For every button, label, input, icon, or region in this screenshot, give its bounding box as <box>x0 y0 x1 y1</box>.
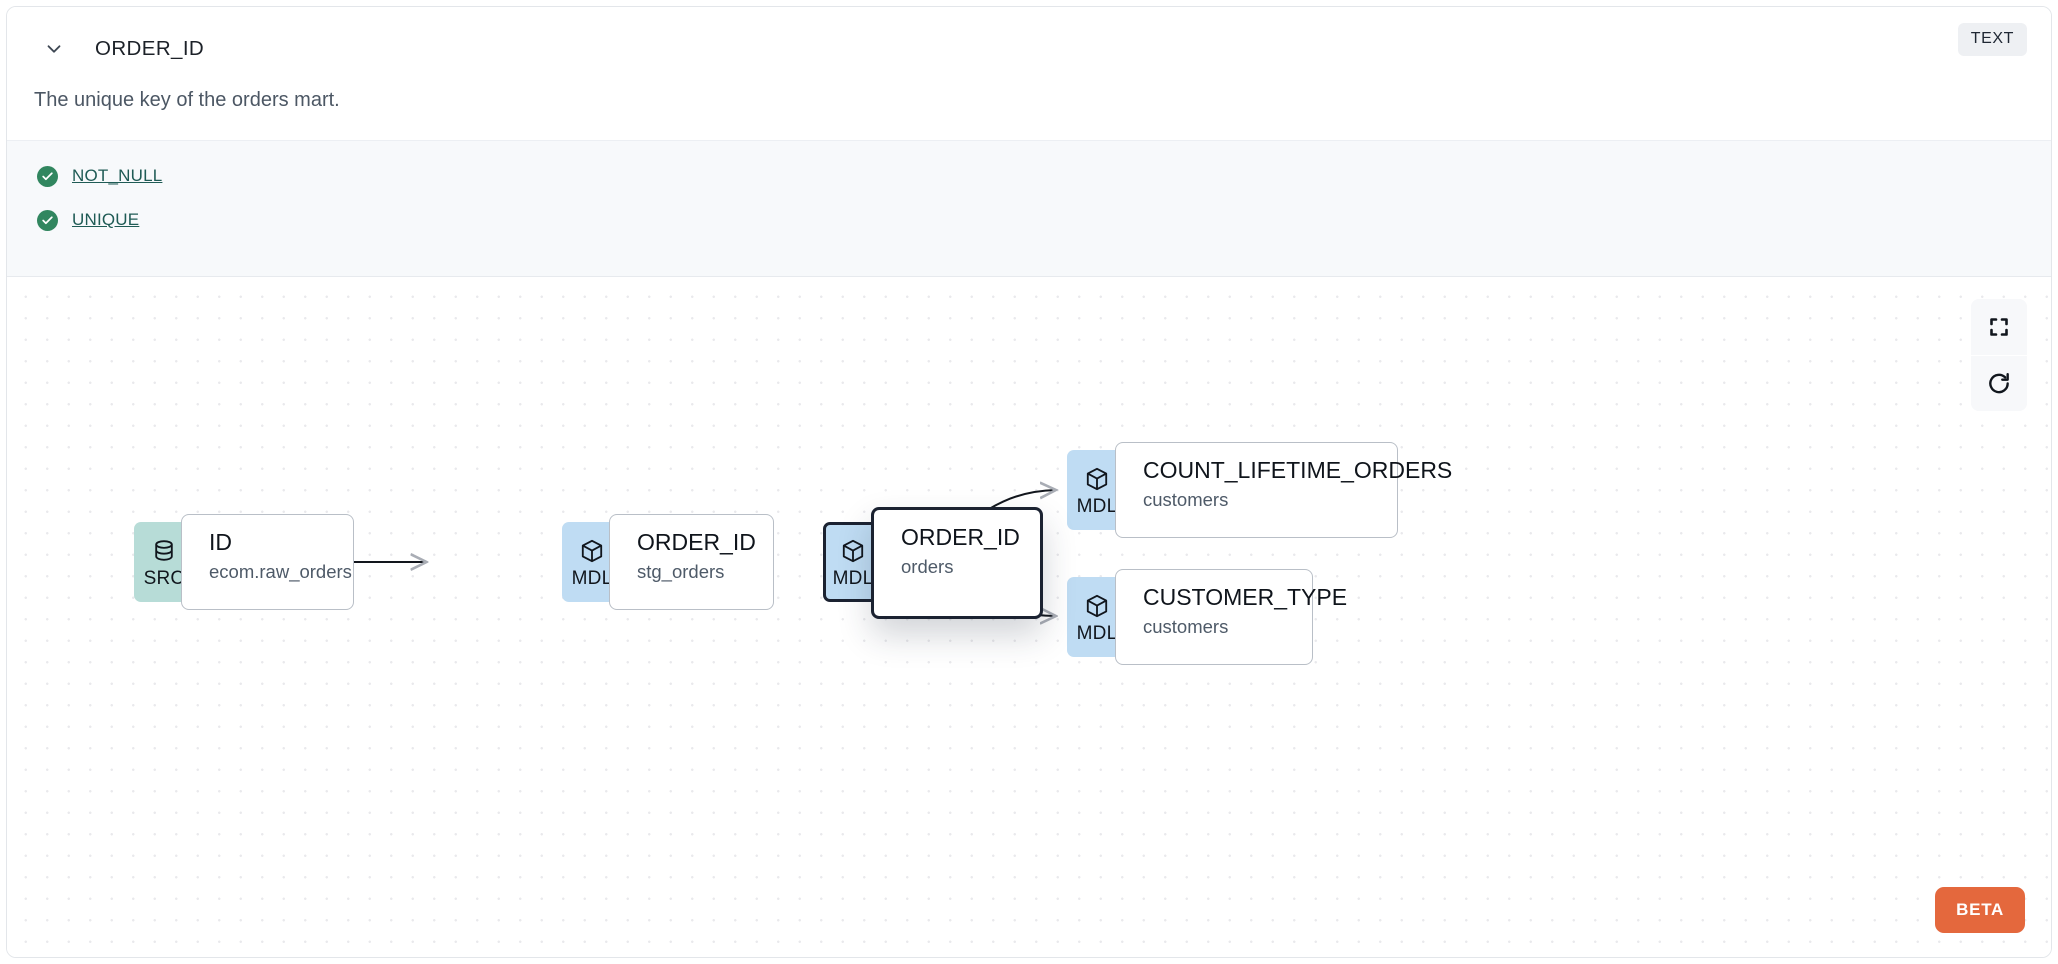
node-kind-label: MDL <box>1076 623 1118 644</box>
test-item-unique: UNIQUE <box>37 207 139 233</box>
lineage-canvas[interactable]: SRC ID ecom.raw_orders MDL ORDE <box>7 277 2051 957</box>
test-link-unique[interactable]: UNIQUE <box>72 210 140 229</box>
node-subtitle: stg_orders <box>637 560 725 582</box>
beta-badge[interactable]: BETA <box>1935 887 2025 933</box>
node-card-customer-type[interactable]: CUSTOMER_TYPE customers <box>1115 569 1348 665</box>
cube-icon <box>1084 591 1110 619</box>
node-title: ID <box>209 529 232 555</box>
test-link-not-null[interactable]: NOT_NULL <box>72 166 163 185</box>
node-title: CUSTOMER_TYPE <box>1143 584 1348 610</box>
check-circle-icon <box>37 165 58 187</box>
page-title: ORDER_ID <box>95 37 205 60</box>
cube-icon <box>579 536 605 564</box>
node-card-src-id[interactable]: ID ecom.raw_orders <box>181 514 354 610</box>
canvas-controls <box>1971 299 2027 411</box>
node-title: ORDER_ID <box>637 529 756 555</box>
test-item-not-null: NOT_NULL <box>37 163 162 189</box>
node-kind-label: MDL <box>832 568 874 589</box>
reset-button[interactable] <box>1971 355 2027 411</box>
node-title: ORDER_ID <box>901 524 1020 550</box>
node-subtitle: ecom.raw_orders <box>209 560 352 582</box>
node-card-stg-order-id[interactable]: ORDER_ID stg_orders <box>609 514 774 610</box>
panel-header: ORDER_ID TEXT The unique key of the orde… <box>7 7 2051 140</box>
chevron-down-icon[interactable] <box>41 36 67 62</box>
node-card-count-lifetime-orders[interactable]: COUNT_LIFETIME_ORDERS customers <box>1115 442 1453 538</box>
node-subtitle: customers <box>1143 488 1229 510</box>
check-circle-icon <box>37 209 58 231</box>
node-kind-label: MDL <box>1076 496 1118 517</box>
cube-icon <box>1084 464 1110 492</box>
node-subtitle: orders <box>901 555 954 577</box>
node-title: COUNT_LIFETIME_ORDERS <box>1143 457 1453 483</box>
node-card-orders-order-id[interactable]: ORDER_ID orders <box>871 507 1043 619</box>
header-row: ORDER_ID <box>7 29 2051 69</box>
fit-view-button[interactable] <box>1971 299 2027 355</box>
database-icon <box>151 536 177 564</box>
node-subtitle: customers <box>1143 615 1229 637</box>
tests-section: NOT_NULL UNIQUE <box>7 140 2051 277</box>
node-kind-label: MDL <box>571 568 613 589</box>
fullscreen-icon <box>1987 315 2011 339</box>
cube-icon <box>840 536 866 564</box>
data-type-badge[interactable]: TEXT <box>1957 23 2027 56</box>
column-detail-panel: ORDER_ID TEXT The unique key of the orde… <box>6 6 2052 958</box>
node-kind-label: SRC <box>143 568 185 589</box>
refresh-icon <box>1986 371 2012 397</box>
column-description: The unique key of the orders mart. <box>34 89 340 111</box>
